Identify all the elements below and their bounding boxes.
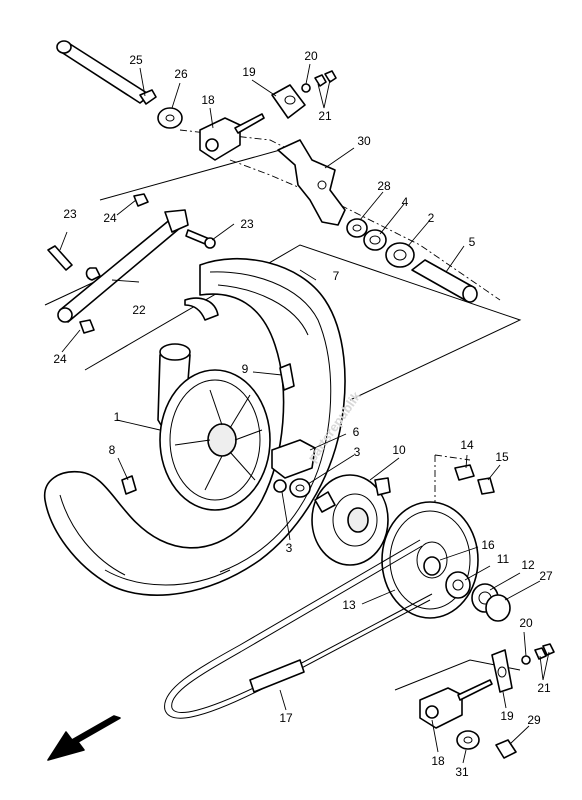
label-23-right: 23 (240, 217, 254, 231)
label-11: 11 (497, 552, 510, 566)
label-5: 5 (469, 235, 476, 249)
adjuster-plate-bottom (491, 649, 513, 693)
label-18-bottom: 18 (431, 754, 445, 768)
label-25: 25 (129, 53, 143, 67)
label-20-bottom: 20 (519, 616, 533, 630)
label-3-lower: 3 (286, 541, 293, 555)
torque-rod (57, 209, 189, 323)
label-10: 10 (392, 443, 406, 457)
valve-stem-8 (121, 475, 137, 495)
bolt-23-left (47, 245, 73, 271)
collar-28 (346, 218, 368, 238)
label-1: 1 (114, 410, 121, 424)
chain-puller-right (419, 679, 493, 729)
label-29: 29 (527, 713, 541, 727)
label-18-top: 18 (201, 93, 215, 107)
chain-puller-left (199, 113, 265, 161)
label-17: 17 (279, 711, 293, 725)
bearing-11 (445, 571, 471, 599)
nut-top (301, 83, 311, 93)
label-9: 9 (242, 362, 249, 376)
label-27: 27 (539, 569, 553, 583)
nut-24-bottom (79, 319, 95, 334)
label-8: 8 (109, 443, 116, 457)
washers-top (314, 70, 337, 87)
collar-27 (485, 594, 511, 622)
nut-15 (477, 477, 495, 495)
adjuster-plate-top (271, 84, 306, 119)
axle (56, 40, 157, 105)
label-23-left: 23 (63, 207, 77, 221)
label-31: 31 (455, 765, 469, 779)
label-6: 6 (353, 425, 360, 439)
label-20-top: 20 (304, 49, 318, 63)
label-30: 30 (357, 134, 371, 148)
oil-seal-4 (363, 229, 387, 251)
label-3-upper: 3 (354, 445, 361, 459)
label-19-bottom: 19 (500, 709, 514, 723)
nut-29 (495, 739, 517, 759)
drive-chain (164, 539, 433, 719)
caliper-bracket (277, 139, 346, 226)
front-direction-arrow (47, 715, 121, 761)
tire (44, 257, 346, 596)
wheel-hub (157, 343, 271, 511)
collar-16 (423, 556, 441, 576)
label-16: 16 (481, 538, 495, 552)
bearing-3-upper (289, 478, 311, 498)
label-15: 15 (495, 450, 509, 464)
bearing-3-lower (273, 479, 287, 493)
label-24-top: 24 (103, 211, 117, 225)
label-26: 26 (174, 67, 188, 81)
valve-9 (279, 363, 295, 391)
stud-14 (454, 464, 475, 481)
bearing-2 (385, 242, 415, 268)
label-19-top: 19 (242, 65, 256, 79)
label-28: 28 (377, 179, 391, 193)
leader-lines (59, 63, 550, 764)
nut-bottom (521, 655, 531, 665)
label-4: 4 (402, 195, 409, 209)
label-24-bottom: 24 (53, 352, 67, 366)
washer-31 (456, 730, 480, 750)
label-13: 13 (342, 598, 356, 612)
label-21-top: 21 (318, 109, 332, 123)
label-2: 2 (428, 211, 435, 225)
nut-24-top (133, 193, 149, 207)
axle-washer (157, 107, 183, 129)
hub-damper-6 (271, 439, 316, 479)
washers-bottom (534, 643, 555, 660)
bolt-23-right (185, 229, 216, 249)
label-7: 7 (333, 269, 340, 283)
sprocket-carrier (311, 474, 391, 566)
label-14: 14 (460, 438, 474, 452)
label-22: 22 (132, 303, 146, 317)
spacer-5 (411, 259, 478, 303)
label-21-bottom: 21 (537, 681, 551, 695)
label-12: 12 (521, 558, 535, 572)
assembly-guide-lines (44, 129, 522, 691)
part-labels: 25 26 19 20 21 18 30 28 4 2 5 23 24 23 7… (53, 49, 553, 779)
